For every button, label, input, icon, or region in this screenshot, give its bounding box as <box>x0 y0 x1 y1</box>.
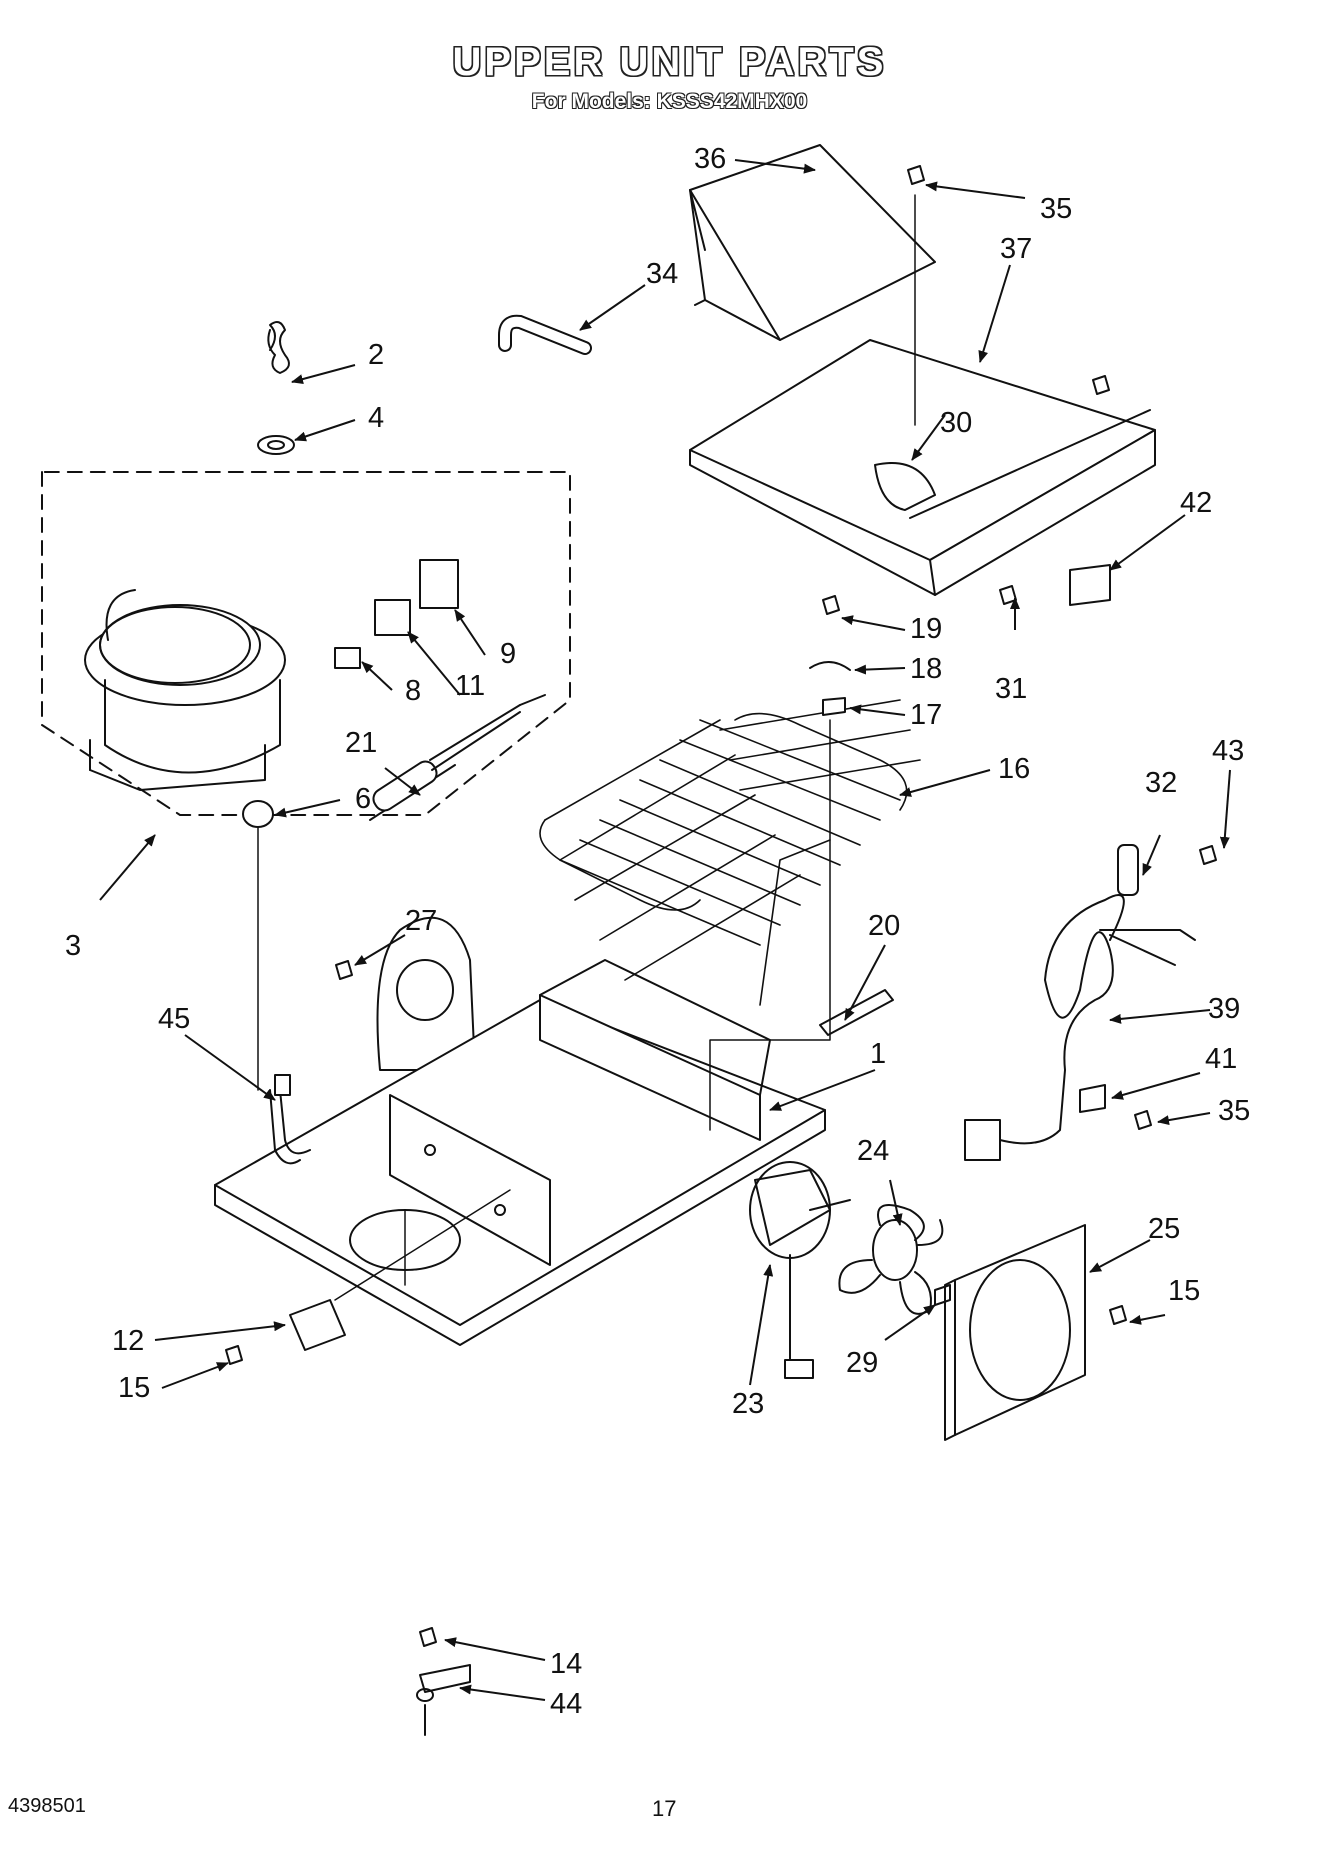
filter-pin <box>1117 844 1139 896</box>
callout-14: 14 <box>550 1648 582 1680</box>
retainer-clip <box>809 661 851 671</box>
screws <box>225 165 1217 1647</box>
compressor <box>84 589 286 791</box>
model-subtitle: For Models: KSSS42MHX00 <box>531 90 808 113</box>
spring-clip <box>267 320 290 374</box>
overload-relay <box>334 647 361 669</box>
callout-15-right: 15 <box>1168 1275 1200 1307</box>
callout-20: 20 <box>868 910 900 942</box>
callout-36: 36 <box>694 143 726 175</box>
callout-42: 42 <box>1180 487 1212 519</box>
blade-clip <box>934 1284 951 1306</box>
callout-32: 32 <box>1145 767 1177 799</box>
callout-41: 41 <box>1205 1043 1237 1075</box>
callout-29: 29 <box>846 1347 878 1379</box>
callout-3: 3 <box>65 930 81 962</box>
callout-18: 18 <box>910 653 942 685</box>
callout-8: 8 <box>405 675 421 707</box>
grommet <box>257 435 295 455</box>
mounting-grommet <box>242 800 274 828</box>
callout-labels: 36 35 37 34 2 4 30 42 19 18 17 31 16 9 1… <box>65 143 1250 1720</box>
callout-6: 6 <box>355 783 371 815</box>
callout-12: 12 <box>112 1325 144 1357</box>
callout-15-left: 15 <box>118 1372 150 1404</box>
callout-16: 16 <box>998 753 1030 785</box>
filter-drier <box>369 694 546 821</box>
compressor-assembly-outline <box>41 471 571 816</box>
start-relay <box>374 599 411 636</box>
relay-cover <box>419 559 459 609</box>
callout-2: 2 <box>368 339 384 371</box>
callout-44: 44 <box>550 1688 582 1720</box>
callout-27: 27 <box>405 905 437 937</box>
wiring-harness <box>269 1089 311 1165</box>
run-capacitor <box>289 1299 346 1351</box>
base-pan <box>214 959 826 1346</box>
wire-tie <box>819 989 894 1036</box>
upper-panel <box>689 339 1156 596</box>
callout-4: 4 <box>368 402 384 434</box>
callout-35-right: 35 <box>1218 1095 1250 1127</box>
callout-25: 25 <box>1148 1213 1180 1245</box>
callout-45: 45 <box>158 1003 190 1035</box>
page-title: UPPER UNIT PARTS <box>452 40 887 84</box>
leader-arrows <box>99 159 1231 1701</box>
callout-11: 11 <box>455 670 485 702</box>
callout-17: 17 <box>910 699 942 731</box>
cord-clamp <box>1079 1084 1106 1113</box>
pulley-bracket <box>376 916 476 1071</box>
mounting-bracket <box>419 1664 471 1693</box>
power-cord <box>964 894 1196 1161</box>
callout-31: 31 <box>995 673 1027 705</box>
callout-35-top: 35 <box>1040 193 1072 225</box>
fan-motor <box>749 1161 851 1379</box>
callout-30: 30 <box>940 407 972 439</box>
thermostat-clip <box>822 697 846 716</box>
document-number: 4398501 <box>8 1795 86 1817</box>
fan-blade <box>838 1204 944 1315</box>
evaporator-coil <box>539 699 921 1006</box>
page-number: 17 <box>652 1796 677 1821</box>
cover-shroud <box>689 144 936 341</box>
callout-43: 43 <box>1212 735 1244 767</box>
callout-39: 39 <box>1208 993 1240 1025</box>
callout-9: 9 <box>500 638 516 670</box>
callout-37: 37 <box>1000 233 1032 265</box>
callout-24: 24 <box>857 1135 889 1167</box>
wire-connector <box>1069 564 1111 606</box>
callout-1: 1 <box>870 1038 886 1070</box>
callout-34: 34 <box>646 258 678 290</box>
fan-shroud <box>944 1224 1086 1441</box>
callout-21: 21 <box>345 727 377 759</box>
callout-19: 19 <box>910 613 942 645</box>
callout-23: 23 <box>732 1388 764 1420</box>
